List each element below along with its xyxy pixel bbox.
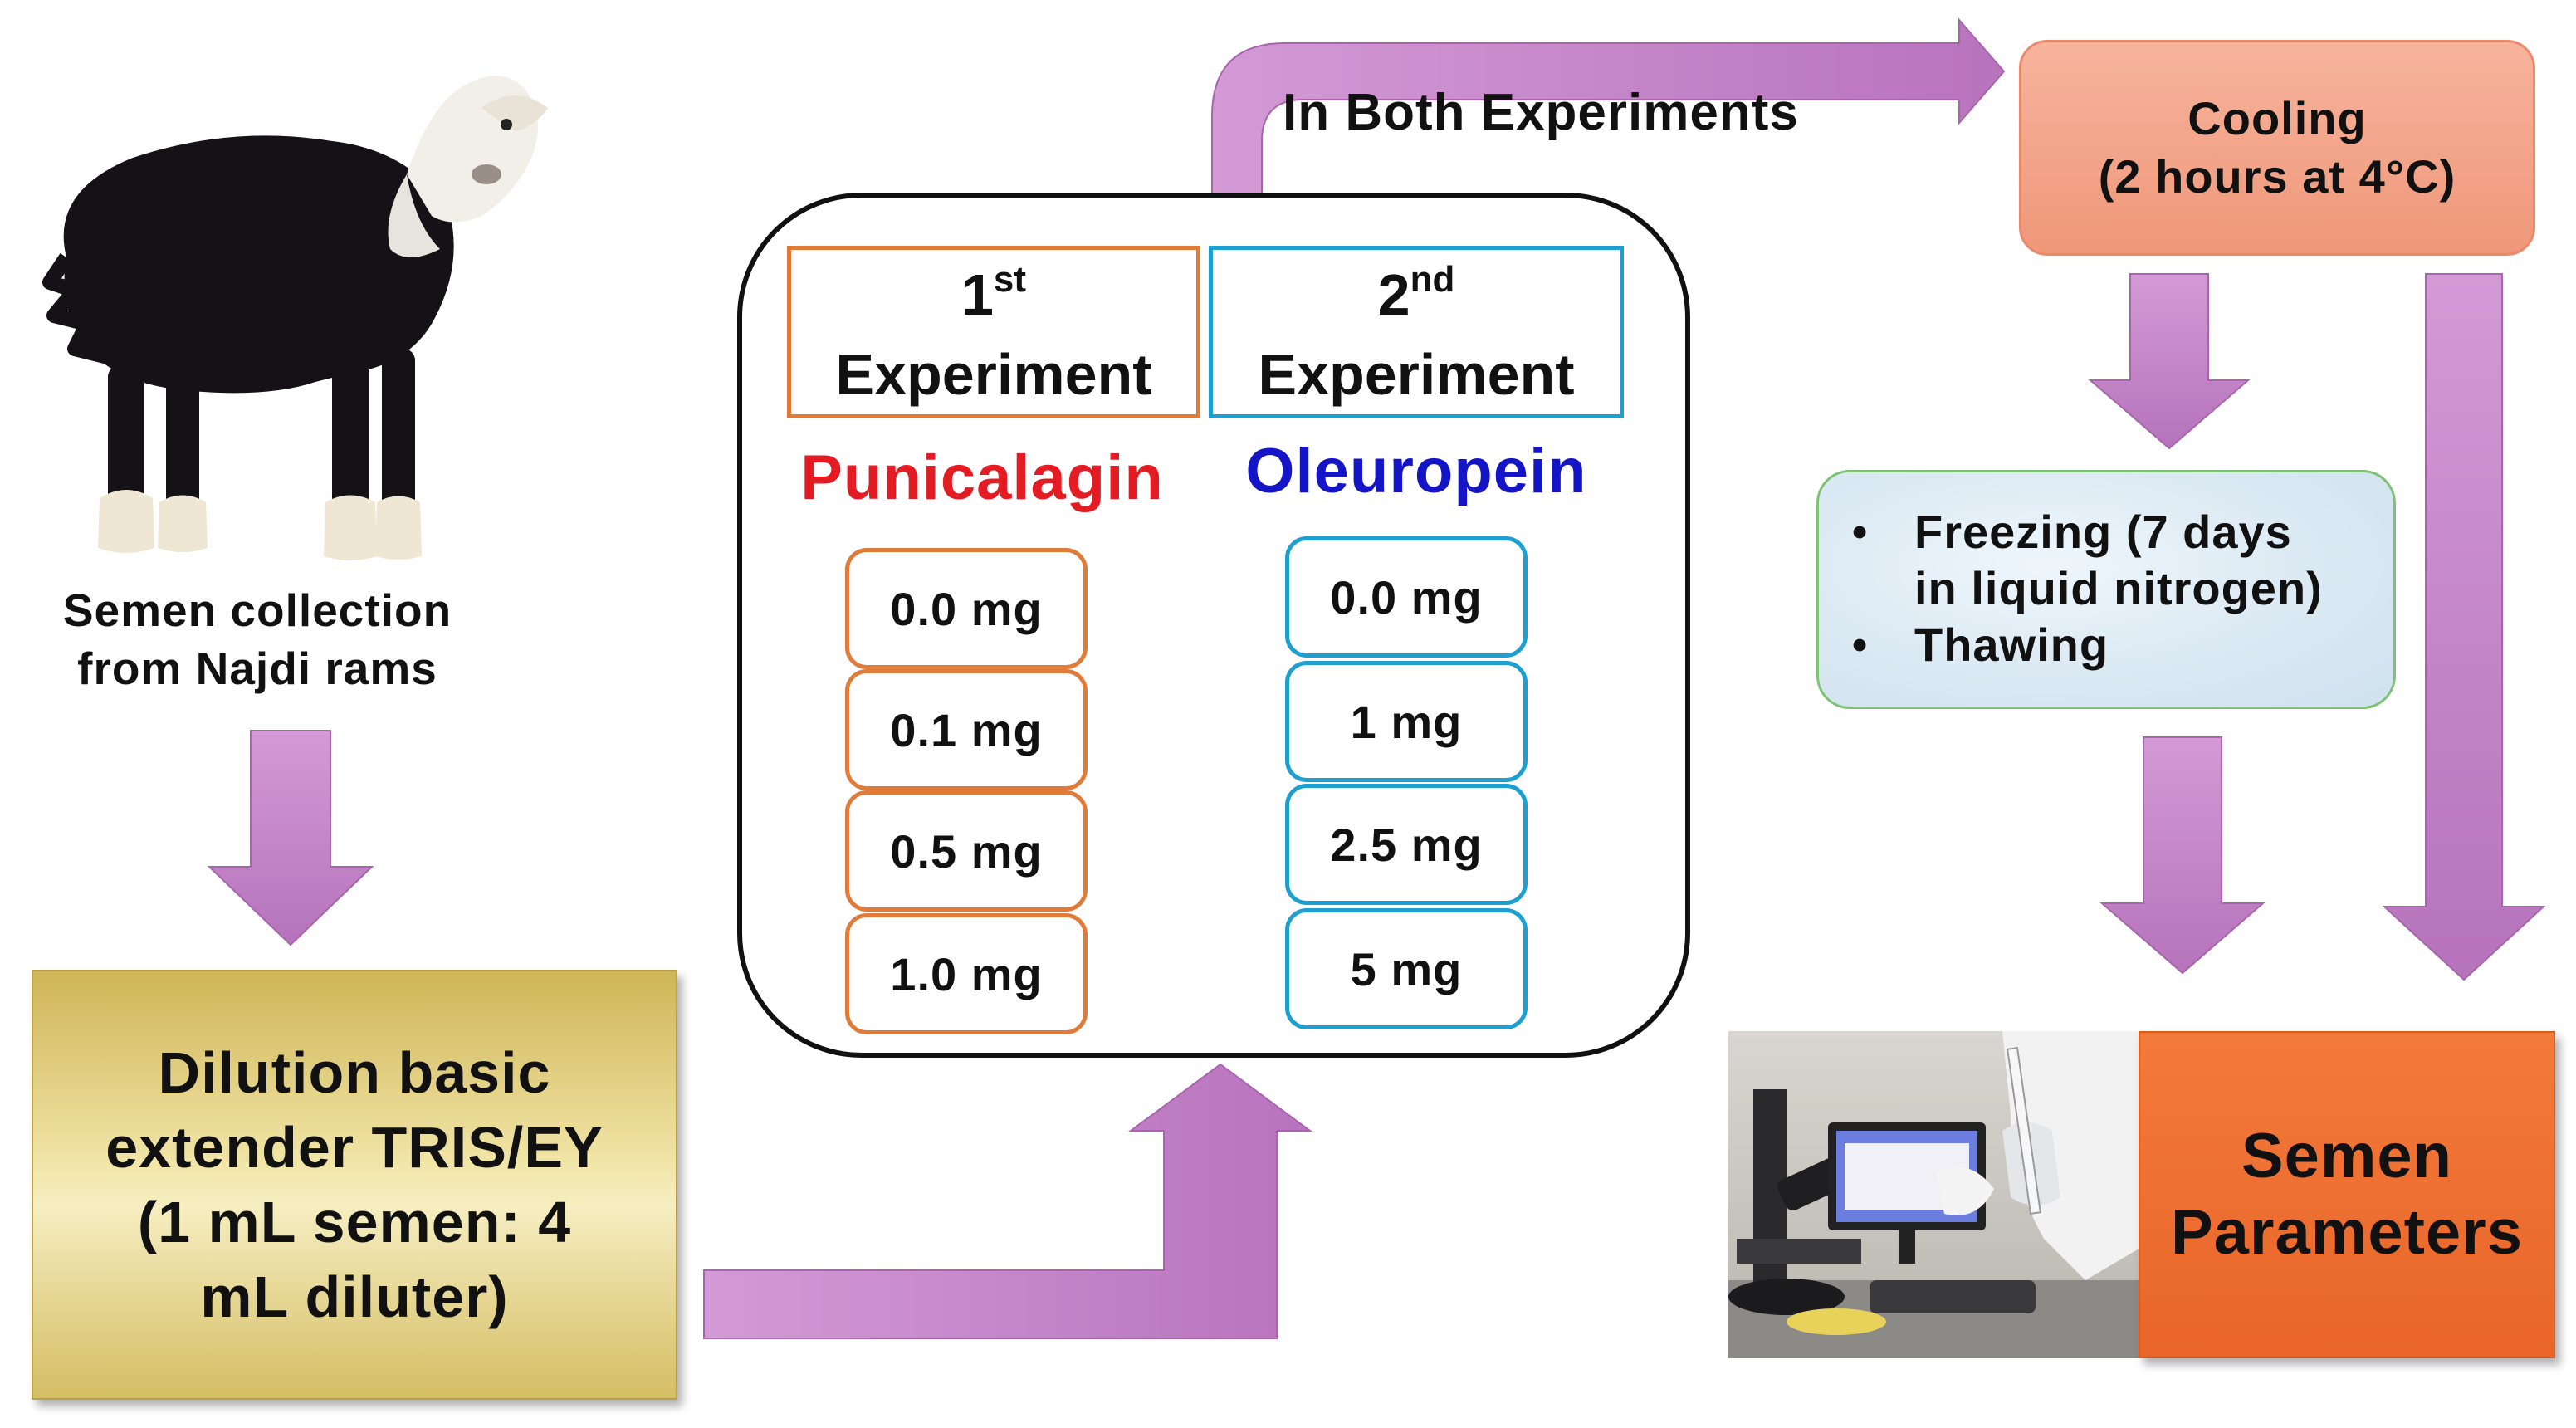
- semen-parameters-box: Semen Parameters: [2139, 1031, 2555, 1358]
- thawing-item: Thawing: [1852, 617, 2377, 673]
- dose-punicalagin-1: 0.0 mg: [845, 548, 1088, 669]
- arrow-collection-to-dilution: [207, 730, 374, 946]
- arrow-freezing-to-parameters: [2099, 736, 2266, 975]
- arrow-dilution-to-experiments: [703, 1063, 1313, 1339]
- collection-caption-line1: Semen collection: [62, 584, 452, 636]
- dilution-line1: Dilution basic: [158, 1040, 551, 1105]
- dose-oleuropein-3: 2.5 mg: [1285, 784, 1528, 905]
- dose-oleuropein-1: 0.0 mg: [1285, 536, 1528, 658]
- collection-caption-line2: from Najdi rams: [77, 643, 437, 694]
- lab-microscope-photo: [1728, 1031, 2142, 1358]
- params-line1: Semen: [2241, 1121, 2453, 1191]
- dose-punicalagin-4: 1.0 mg: [845, 913, 1088, 1034]
- dose-punicalagin-2: 0.1 mg: [845, 669, 1088, 790]
- experiment-1-ordinal: 1: [961, 262, 994, 327]
- experiment-1-title: Experiment: [835, 342, 1152, 407]
- experiment-2-suffix: nd: [1410, 259, 1455, 300]
- dilution-line2: extender TRIS/EY: [105, 1115, 604, 1180]
- arrow-cooling-to-freezing: [2088, 273, 2251, 450]
- arrow-experiments-to-cooling: [1211, 17, 2006, 195]
- arrow-cooling-to-parameters: [2382, 273, 2546, 981]
- experiment-1-suffix: st: [993, 259, 1027, 300]
- dose-punicalagin-3: 0.5 mg: [845, 790, 1088, 912]
- dose-oleuropein-4: 5 mg: [1285, 908, 1528, 1029]
- compound-oleuropein: Oleuropein: [1245, 436, 1587, 506]
- freezing-box: Freezing (7 days in liquid nitrogen) Tha…: [1816, 470, 2396, 709]
- dilution-line4: mL diluter): [200, 1264, 509, 1329]
- both-experiments-label: In Both Experiments: [1283, 84, 1799, 141]
- cooling-line2: (2 hours at 4°C): [2098, 150, 2456, 203]
- experiment-2-ordinal: 2: [1377, 262, 1410, 327]
- dilution-box: Dilution basic extender TRIS/EY (1 mL se…: [32, 970, 677, 1400]
- experiment-1-header: 1st Experiment: [787, 246, 1200, 418]
- experiment-2-header: 2nd Experiment: [1209, 246, 1624, 418]
- cooling-line1: Cooling: [2187, 92, 2367, 144]
- dilution-line3: (1 mL semen: 4: [137, 1190, 572, 1254]
- cooling-box: Cooling (2 hours at 4°C): [2019, 40, 2535, 256]
- dose-oleuropein-2: 1 mg: [1285, 661, 1528, 782]
- experiment-2-title: Experiment: [1258, 342, 1575, 407]
- compound-punicalagin: Punicalagin: [800, 443, 1164, 513]
- params-line2: Parameters: [2170, 1197, 2524, 1268]
- freezing-line2: in liquid nitrogen): [1914, 562, 2323, 614]
- collection-caption: Semen collection from Najdi rams: [17, 581, 498, 697]
- freezing-line1: Freezing (7 days: [1914, 506, 2292, 558]
- sheep-photo: [17, 50, 565, 581]
- freezing-item: Freezing (7 days in liquid nitrogen): [1852, 504, 2377, 617]
